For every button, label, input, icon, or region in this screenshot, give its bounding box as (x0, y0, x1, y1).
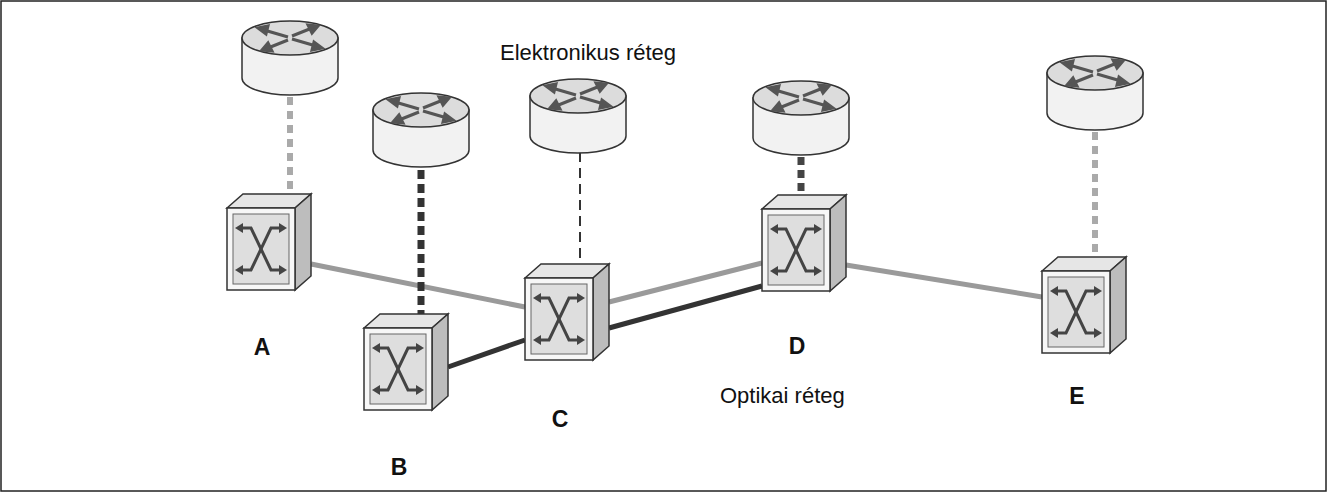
layer-band: Optikai rétegABCDE (25, 186, 1315, 454)
optical-switch-icon (225, 192, 313, 292)
optical-switch: E (1040, 255, 1128, 412)
optical-switch: D (760, 193, 848, 362)
node-label: D (789, 333, 806, 360)
node-label: E (1069, 383, 1084, 410)
optical-switch-icon (760, 193, 848, 293)
optical-switch: B (362, 312, 450, 483)
optical-switch-icon (1040, 255, 1128, 355)
fiber-link (448, 340, 525, 367)
node-label: A (254, 334, 271, 361)
layer-title: Elektronikus réteg (500, 40, 676, 66)
fiber-link (846, 265, 1042, 297)
optical-switch: A (225, 192, 313, 363)
optical-switch: C (523, 262, 611, 435)
fiber-link (609, 286, 762, 328)
node-label: C (552, 406, 569, 433)
fiber-link (609, 263, 762, 302)
optical-switch-icon (523, 262, 611, 362)
layer-title: Optikai réteg (720, 383, 845, 409)
optical-switch-icon (362, 312, 450, 412)
node-label: B (391, 454, 408, 481)
layer-band: Elektronikus réteg (25, 14, 1315, 196)
